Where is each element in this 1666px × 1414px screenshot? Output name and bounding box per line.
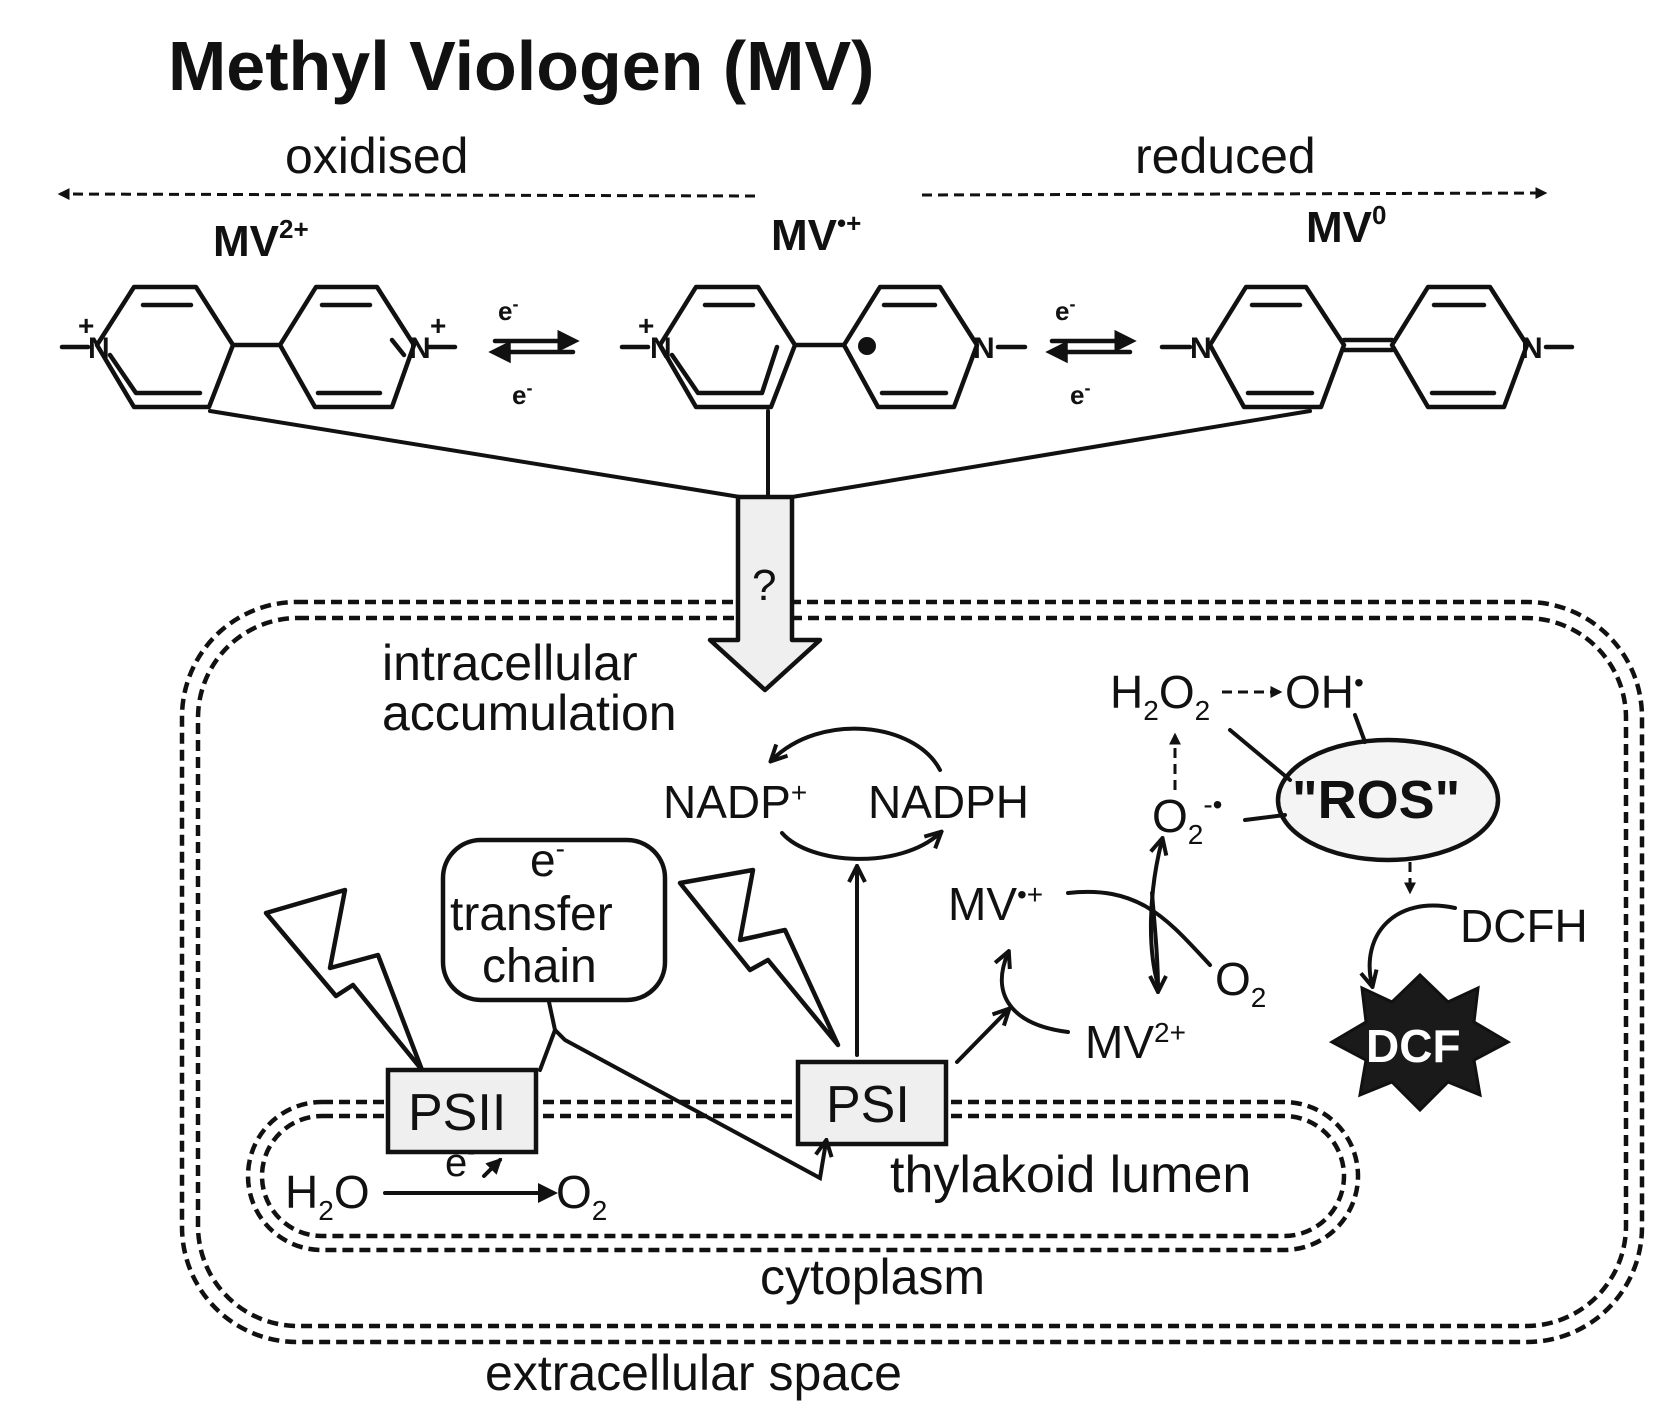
electron-transfer-chain-box bbox=[440, 837, 668, 1003]
mv2-structure: N + N + bbox=[59, 284, 458, 410]
ros-label: "ROS" bbox=[1292, 770, 1460, 830]
cycle-mv2-label: MV2+ bbox=[1085, 1016, 1186, 1068]
mv-to-mv2-arrow bbox=[1152, 891, 1158, 990]
equilibrium-arrows-2: e- e- bbox=[1045, 294, 1137, 410]
etc-connector bbox=[547, 1000, 557, 1032]
extracellular-space-label: extracellular space bbox=[485, 1345, 902, 1401]
ros-h2o2-connector bbox=[1228, 728, 1292, 782]
cytoplasm-label: cytoplasm bbox=[760, 1249, 985, 1305]
water-electron-label: e- bbox=[445, 1139, 475, 1185]
dcf-label: DCF bbox=[1366, 1020, 1461, 1072]
electron-out-label-1: e- bbox=[512, 378, 532, 410]
mv0-n-right: N bbox=[1521, 332, 1543, 365]
mv1-structure: N + N bbox=[619, 284, 1028, 410]
mv1-ring-right bbox=[841, 284, 980, 410]
superoxide-label: O2-• bbox=[1152, 789, 1223, 850]
hydroxyl-radical-label: OH• bbox=[1285, 666, 1364, 718]
electron-path-arrow bbox=[538, 1026, 826, 1182]
thylakoid-lumen-label: thylakoid lumen bbox=[890, 1146, 1251, 1204]
etc-electron-label: e- bbox=[530, 833, 565, 886]
dcfh-label: DCFH bbox=[1460, 900, 1588, 952]
cycle-oxygen-label: O2 bbox=[1215, 953, 1266, 1013]
nadph-oxidation-arrow bbox=[772, 726, 942, 772]
mv1-radical-dot bbox=[858, 337, 876, 355]
psii-complex-box bbox=[385, 1067, 539, 1155]
nadph-label: NADPH bbox=[868, 776, 1029, 828]
mv0-n-left: N bbox=[1190, 332, 1212, 365]
mv2-n-left: N bbox=[88, 332, 110, 365]
mv2-plus-right: + bbox=[430, 310, 446, 341]
oxygen-to-superoxide-arrow bbox=[1148, 840, 1162, 987]
psi-complex-box bbox=[795, 1059, 949, 1147]
uptake-question-mark: ? bbox=[752, 561, 776, 610]
cell-inner-membrane bbox=[195, 615, 1629, 1329]
oxygen-product-label: O2 bbox=[556, 1166, 607, 1226]
mv1-species-label: MV•+ bbox=[771, 208, 861, 260]
mv0-structure: N N bbox=[1159, 284, 1575, 410]
reduced-label: reduced bbox=[1135, 128, 1316, 184]
ros-ellipse bbox=[1275, 737, 1501, 863]
mv0-ring-right bbox=[1389, 284, 1530, 410]
cycle-mv1-label: MV•+ bbox=[948, 878, 1043, 930]
dcf-star bbox=[1328, 972, 1512, 1113]
lightning-psi-icon bbox=[677, 867, 841, 1048]
mv2-n-right: N bbox=[409, 332, 431, 365]
mv0-species-label: MV0 bbox=[1306, 200, 1386, 252]
water-label: H2O bbox=[285, 1166, 370, 1226]
psi-label: PSI bbox=[826, 1076, 910, 1134]
nadp-reduction-arrow bbox=[780, 833, 940, 861]
mv2-ring-right bbox=[277, 284, 417, 410]
etc-label-line2: chain bbox=[482, 940, 597, 993]
mv0-ring-left bbox=[1207, 284, 1347, 410]
uptake-arrow bbox=[707, 494, 823, 693]
dcfh-oxidation-arrow bbox=[1370, 903, 1457, 985]
ros-superoxide-connector bbox=[1243, 813, 1287, 822]
etc-label-line1: transfer bbox=[450, 888, 613, 941]
electron-in-label-1: e- bbox=[498, 294, 518, 326]
mv1-n-left: N bbox=[650, 332, 672, 365]
mv2-species-label: MV2+ bbox=[213, 214, 309, 266]
electron-out-label-2: e- bbox=[1070, 378, 1090, 410]
mv1-plus: + bbox=[638, 310, 654, 341]
diagram-title: Methyl Viologen (MV) bbox=[168, 27, 875, 105]
reduced-direction-arrow bbox=[921, 187, 1548, 200]
mv2-reduction-arrow bbox=[1002, 953, 1070, 1034]
intracellular-label-line1: intracellular bbox=[382, 635, 638, 691]
mv1-reoxidation-arrow bbox=[1066, 889, 1212, 967]
mv2-plus-left: + bbox=[78, 310, 94, 341]
lightning-psii-icon bbox=[263, 887, 425, 1073]
cell-outer-membrane bbox=[179, 599, 1645, 1345]
h2o2-label: H2O2 bbox=[1110, 666, 1210, 726]
psi-to-mv-arrow bbox=[955, 1010, 1008, 1064]
equilibrium-arrows-1: e- e- bbox=[488, 294, 580, 410]
oxidised-direction-arrow bbox=[57, 188, 756, 201]
mv1-n-right: N bbox=[973, 332, 995, 365]
nadp-label: NADP+ bbox=[663, 776, 807, 828]
water-electron-arrow bbox=[482, 1157, 503, 1178]
oxidised-label: oxidised bbox=[285, 128, 468, 184]
psii-label: PSII bbox=[408, 1084, 506, 1142]
electron-in-label-2: e- bbox=[1055, 294, 1075, 326]
intracellular-label-line2: accumulation bbox=[382, 685, 677, 741]
uptake-funnel-lines bbox=[208, 409, 1312, 499]
ros-oh-connector bbox=[1353, 713, 1367, 744]
